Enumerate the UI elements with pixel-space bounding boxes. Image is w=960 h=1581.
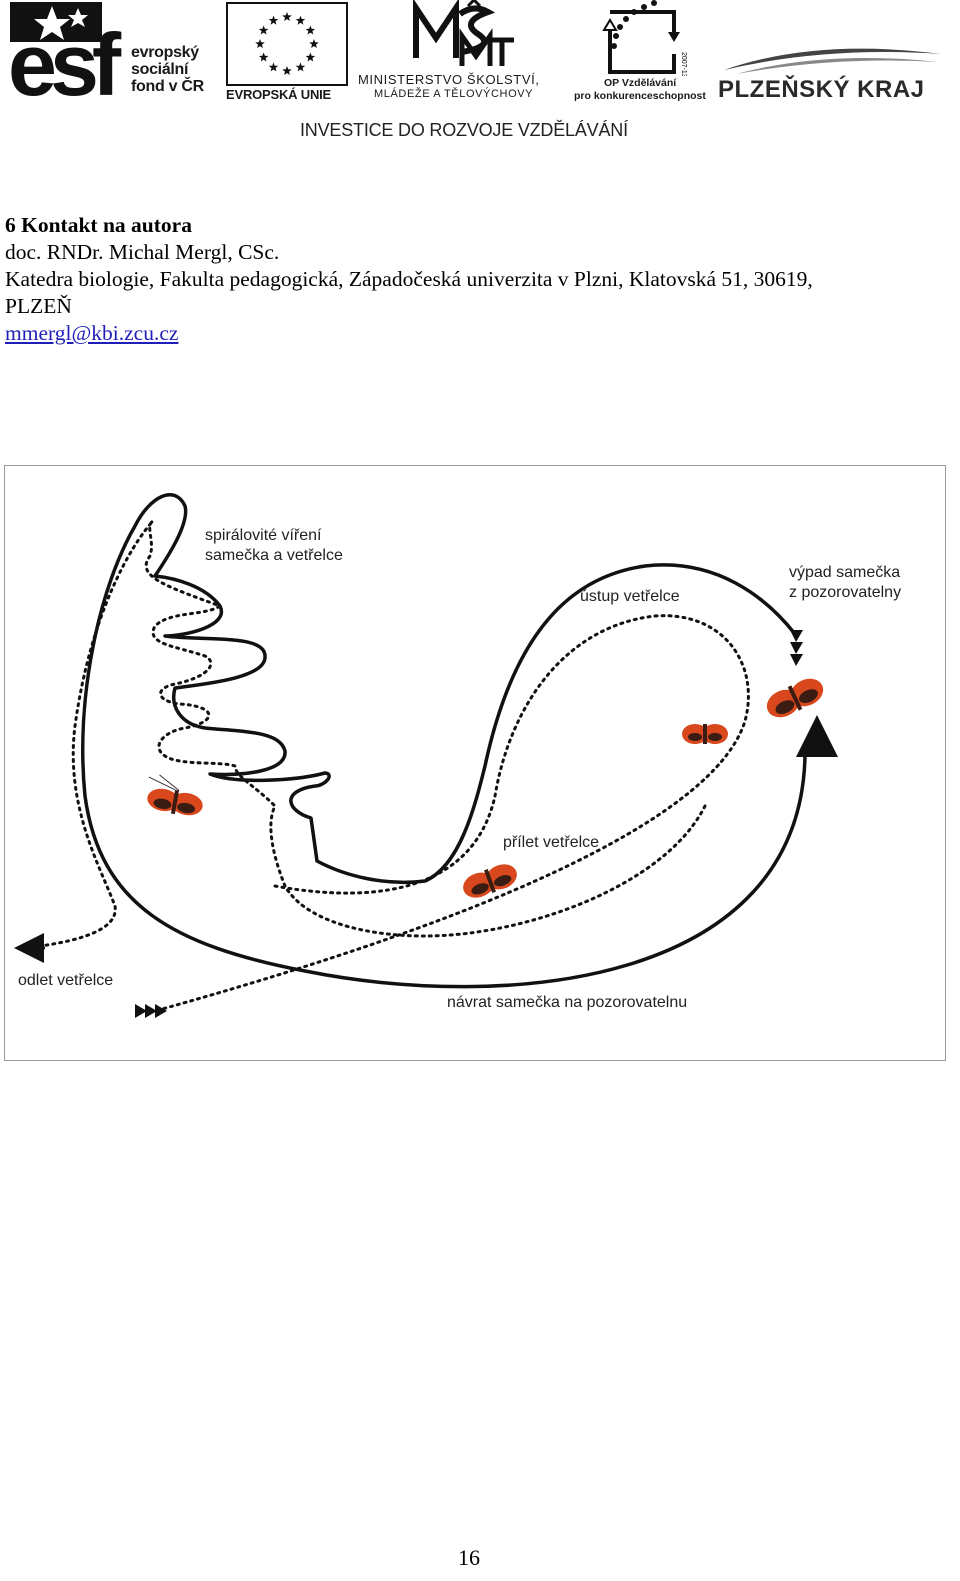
intruder-retreat-path	[153, 614, 750, 1013]
eu-star-icon	[282, 12, 292, 21]
kraj-label: PLZEŇSKÝ KRAJ	[718, 76, 925, 103]
territorial-flight-diagram: spirálovité víření samečka a vetřelce ús…	[4, 465, 946, 1061]
esf-logo: esf evropský sociální fond v ČR	[8, 2, 223, 110]
sortie-chevrons	[790, 630, 803, 666]
eu-star-icon	[258, 25, 269, 35]
male-flight-path	[81, 493, 807, 989]
label-spiral-line-1: spirálovité víření	[205, 527, 322, 544]
label-spiral: spirálovité víření samečka a vetřelce	[205, 526, 343, 566]
eu-star-icon	[282, 66, 292, 75]
msmt-logo-graphic	[413, 0, 514, 66]
label-arrival: přílet vetřelce	[503, 834, 600, 851]
msmt-logo: MINISTERSTVO ŠKOLSTVÍ, MLÁDEŽE A TĚLOVÝC…	[356, 0, 571, 104]
section-heading: 6 Kontakt na autora	[5, 213, 192, 237]
label-sortie: výpad samečka z pozorovatelny	[789, 563, 901, 603]
butterfly-icon-arrival	[463, 864, 517, 898]
eu-flag-graphic	[226, 2, 348, 86]
eu-star-icon	[305, 52, 316, 62]
esf-logo-graphic	[10, 2, 102, 42]
label-sortie-line-1: výpad samečka	[789, 564, 901, 581]
op-years: 2007-13	[680, 52, 687, 76]
eu-star-icon	[309, 39, 319, 48]
esf-line-2: sociální	[131, 61, 189, 78]
op-line-2: pro konkurenceschopnost	[574, 90, 706, 102]
plzensky-kraj-logo: PLZEŇSKÝ KRAJ	[716, 40, 946, 110]
label-departure: odlet vetřelce	[18, 972, 114, 989]
esf-line-3: fond v ČR	[131, 78, 204, 95]
msmt-line-1: MINISTERSTVO ŠKOLSTVÍ,	[358, 72, 540, 87]
header-logos: esf evropský sociální fond v ČR EVROPSKÁ…	[0, 0, 960, 150]
intruder-flight-path	[25, 519, 707, 950]
kraj-swoosh-graphic	[724, 48, 941, 74]
eu-star-icon	[305, 25, 316, 35]
label-retreat: ústup vetřelce	[580, 588, 680, 605]
eu-star-icon	[295, 15, 306, 25]
esf-text: evropský sociální fond v ČR	[131, 44, 204, 95]
esf-letters: esf	[8, 15, 121, 114]
eu-star-icon	[255, 39, 265, 48]
butterfly-icon-middle	[682, 724, 728, 744]
author-email-link[interactable]: mmergl@kbi.zcu.cz	[5, 321, 179, 345]
eu-star-icon	[295, 62, 306, 72]
esf-line-1: evropský	[131, 44, 199, 61]
eu-label: EVROPSKÁ UNIE	[226, 87, 332, 102]
tagline: INVESTICE DO ROZVOJE VZDĚLÁVÁNÍ	[300, 120, 628, 140]
author-address: Katedra biologie, Fakulta pedagogická, Z…	[5, 267, 813, 291]
label-spiral-line-2: samečka a vetřelce	[205, 547, 343, 564]
label-sortie-line-2: z pozorovatelny	[789, 584, 902, 601]
contact-section: 6 Kontakt na autora doc. RNDr. Michal Me…	[5, 212, 955, 347]
op-line-1: OP Vzdělávání	[604, 77, 677, 89]
eu-star-icon	[268, 15, 279, 25]
op-logo: 2007-13 OP Vzdělávání pro konkurencescho…	[574, 0, 709, 104]
author-city: PLZEŇ	[5, 294, 72, 318]
op-logo-graphic: 2007-13	[602, 0, 687, 78]
msmt-line-2: MLÁDEŽE A TĚLOVÝCHOVY	[374, 88, 534, 100]
eu-star-icon	[258, 52, 269, 62]
return-chevrons	[135, 1004, 167, 1018]
label-return: návrat samečka na pozorovatelnu	[447, 994, 688, 1011]
flight-paths	[13, 493, 838, 1018]
eu-logo: EVROPSKÁ UNIE	[226, 2, 350, 102]
author-name: doc. RNDr. Michal Mergl, CSc.	[5, 240, 280, 264]
butterfly-icon-perch	[766, 678, 824, 718]
eu-star-icon	[268, 62, 279, 72]
butterfly-icon-left	[147, 774, 203, 816]
page-number: 16	[458, 1545, 480, 1570]
